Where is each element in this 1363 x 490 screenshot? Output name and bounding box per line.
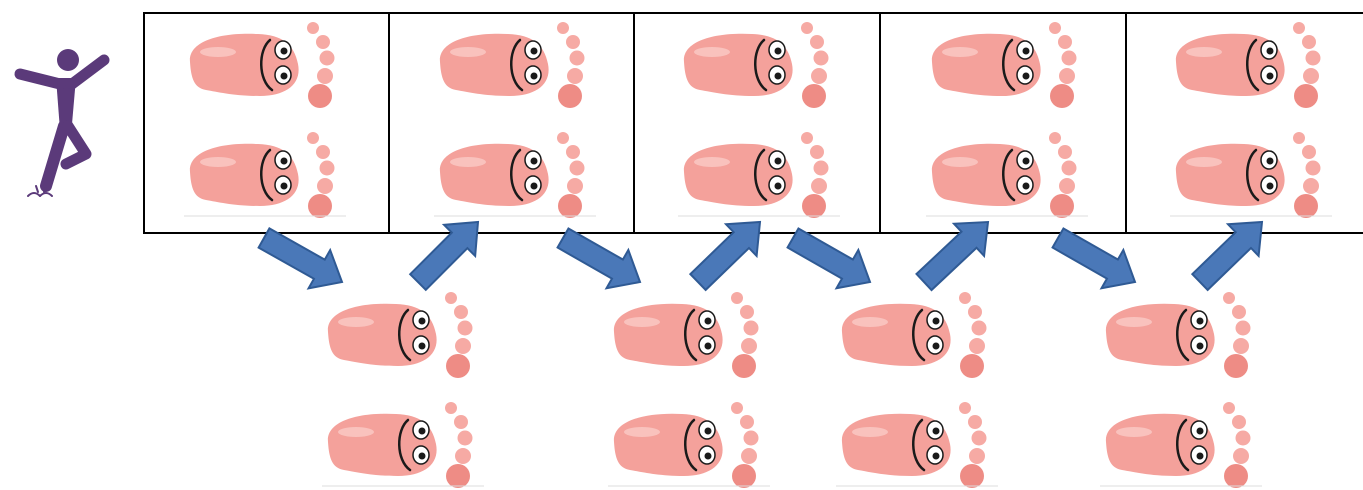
- arrow-icon: [1185, 206, 1278, 298]
- arrow-icon: [683, 206, 776, 298]
- arrow-icon: [909, 206, 1003, 298]
- arrow-icon: [552, 219, 651, 301]
- arrow-icon: [1047, 219, 1146, 301]
- arrow-icon: [782, 219, 881, 301]
- arrow-icon: [402, 206, 493, 297]
- arrow-icon: [253, 219, 353, 301]
